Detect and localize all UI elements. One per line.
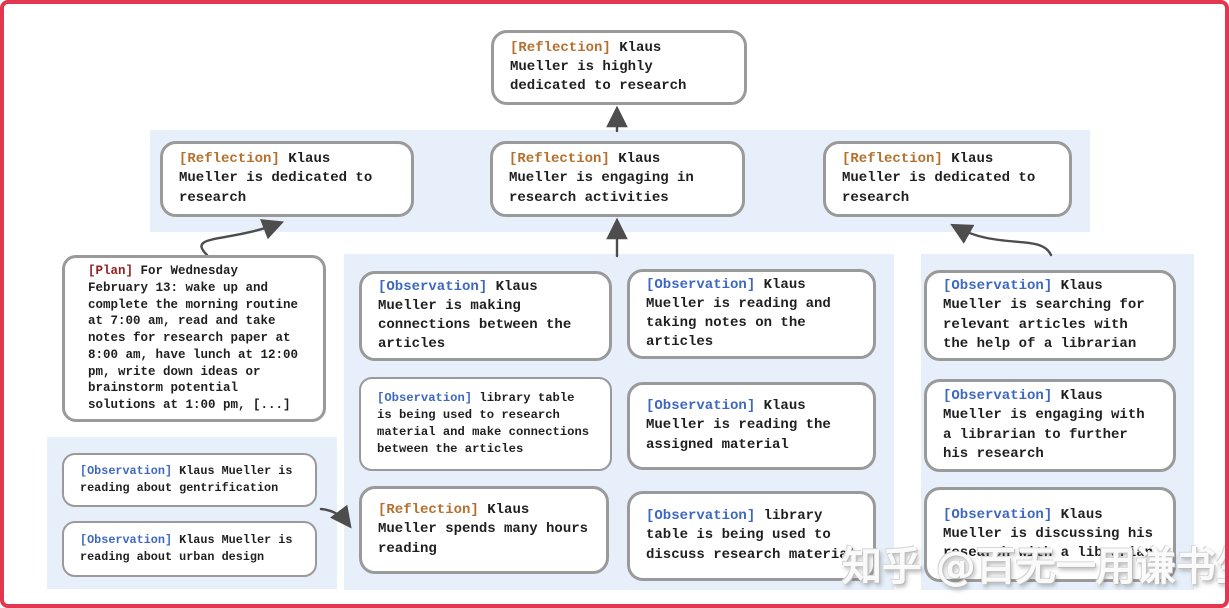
node-observation-engaging-librarian: [Observation] Klaus Mueller is engaging … (924, 379, 1176, 472)
node-text: Klaus Mueller is reading about gentrific… (80, 464, 293, 495)
observation-tag: [Observation] (80, 533, 173, 548)
node-observation-library-table-discuss: [Observation] library table is being use… (627, 491, 876, 581)
reflection-tag: [Reflection] (842, 151, 943, 168)
node-observation-library-table-research: [Observation] library table is being use… (359, 377, 612, 471)
node-observation-taking-notes: [Observation] Klaus Mueller is reading a… (627, 269, 876, 359)
observation-tag: [Observation] (646, 276, 756, 293)
node-text: Klaus Mueller is discussing his research… (943, 506, 1154, 562)
node-observation-gentrification: [Observation] Klaus Mueller is reading a… (62, 453, 317, 507)
observation-tag: [Observation] (377, 390, 473, 405)
node-text: Klaus Mueller is engaging with a librari… (943, 388, 1145, 462)
node-reflection-top: [Reflection] Klaus Mueller is highly ded… (491, 30, 747, 105)
node-text: Klaus Mueller is reading the assigned ma… (646, 398, 831, 453)
node-text: library table is being used to research … (377, 390, 590, 457)
node-plan: [Plan] For Wednesday February 13: wake u… (62, 255, 326, 422)
node-text: For Wednesday February 13: wake up and c… (88, 264, 299, 413)
node-text: Klaus Mueller spends many hours reading (378, 502, 589, 557)
observation-tag: [Observation] (80, 464, 173, 479)
node-observation-assigned-material: [Observation] Klaus Mueller is reading t… (627, 382, 876, 470)
plan-tag: [Plan] (88, 264, 134, 279)
node-observation-searching-articles: [Observation] Klaus Mueller is searching… (924, 270, 1176, 361)
observation-tag: [Observation] (943, 388, 1053, 405)
node-text: Klaus Mueller is dedicated to research (179, 151, 373, 206)
observation-tag: [Observation] (943, 278, 1053, 295)
node-text: Klaus Mueller is engaging in research ac… (509, 151, 694, 206)
node-observation-discussing-librarian: [Observation] Klaus Mueller is discussin… (924, 487, 1176, 582)
node-reflection-row-1: [Reflection] Klaus Mueller is dedicated … (160, 141, 414, 217)
observation-tag: [Observation] (646, 398, 756, 415)
node-text: Klaus Mueller is making connections betw… (378, 278, 572, 353)
node-reflection-row-3: [Reflection] Klaus Mueller is dedicated … (823, 141, 1072, 217)
node-text: Klaus Mueller is reading and taking note… (646, 276, 831, 351)
node-text: Klaus Mueller is searching for relevant … (943, 278, 1145, 352)
node-text: library table is being used to discuss r… (646, 508, 857, 563)
node-observation-making-connections: [Observation] Klaus Mueller is making co… (359, 271, 612, 361)
node-text: Klaus Mueller is dedicated to research (842, 151, 1036, 206)
observation-tag: [Observation] (378, 278, 488, 295)
node-reflection-hours-reading: [Reflection] Klaus Mueller spends many h… (359, 486, 609, 574)
reflection-tag: [Reflection] (509, 151, 610, 168)
reflection-tag: [Reflection] (378, 502, 479, 519)
reflection-tag: [Reflection] (179, 151, 280, 168)
node-reflection-row-2: [Reflection] Klaus Mueller is engaging i… (490, 141, 745, 217)
node-text: Klaus Mueller is reading about urban des… (80, 533, 293, 564)
observation-tag: [Observation] (943, 506, 1053, 523)
node-observation-urban-design: [Observation] Klaus Mueller is reading a… (62, 521, 317, 577)
reflection-tag: [Reflection] (510, 39, 611, 56)
observation-tag: [Observation] (646, 508, 756, 525)
zhihu-watermark: 知乎 @百无一用谦书生 (842, 544, 1229, 590)
node-text: Klaus Mueller is highly dedicated to res… (510, 39, 687, 95)
